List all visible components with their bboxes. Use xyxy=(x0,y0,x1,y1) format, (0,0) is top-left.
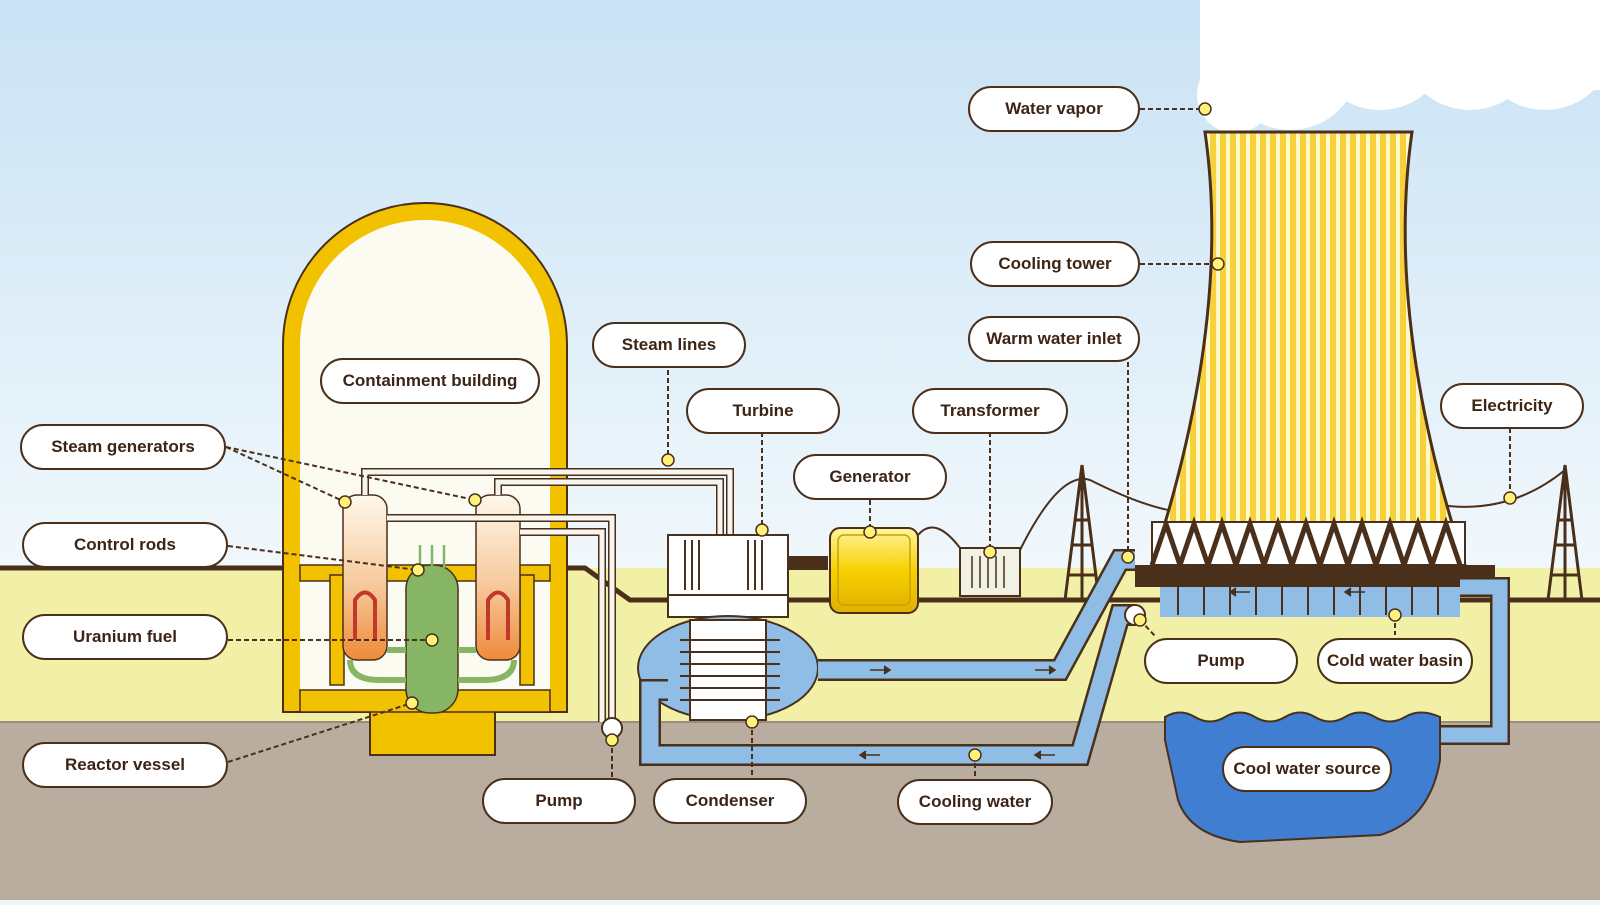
label-cooling-water: Cooling water xyxy=(897,779,1053,825)
label-transformer: Transformer xyxy=(912,388,1068,434)
label-pump-left: Pump xyxy=(482,778,636,824)
turbine xyxy=(667,534,828,596)
label-electricity: Electricity xyxy=(1440,383,1584,429)
steam-generator-left xyxy=(342,494,388,661)
callout-markers xyxy=(338,102,1517,762)
condenser xyxy=(637,594,819,721)
steam-lines xyxy=(361,468,734,722)
label-containment-building: Containment building xyxy=(320,358,540,404)
label-cool-water-source: Cool water source xyxy=(1222,746,1392,792)
label-condenser: Condenser xyxy=(653,778,807,824)
label-turbine: Turbine xyxy=(686,388,840,434)
label-pump-right: Pump xyxy=(1144,638,1298,684)
label-control-rods: Control rods xyxy=(22,522,228,568)
label-reactor-vessel: Reactor vessel xyxy=(22,742,228,788)
generator xyxy=(829,527,919,614)
steam-generator-right xyxy=(475,494,521,661)
generator-cable xyxy=(917,526,961,549)
label-steam-lines: Steam lines xyxy=(592,322,746,368)
pylon-right xyxy=(1546,464,1584,601)
pylon-left xyxy=(1063,464,1101,601)
label-steam-generators: Steam generators xyxy=(20,424,226,470)
tower-supports xyxy=(1149,516,1463,573)
label-cooling-tower: Cooling tower xyxy=(970,241,1140,287)
label-warm-water-inlet: Warm water inlet xyxy=(968,316,1140,362)
label-generator: Generator xyxy=(793,454,947,500)
label-water-vapor: Water vapor xyxy=(968,86,1140,132)
label-cold-water-basin: Cold water basin xyxy=(1317,638,1473,684)
flow-arrows xyxy=(858,587,1365,760)
label-uranium-fuel: Uranium fuel xyxy=(22,614,228,660)
cold-water-basin xyxy=(1135,565,1495,587)
cloud xyxy=(1197,0,1600,133)
